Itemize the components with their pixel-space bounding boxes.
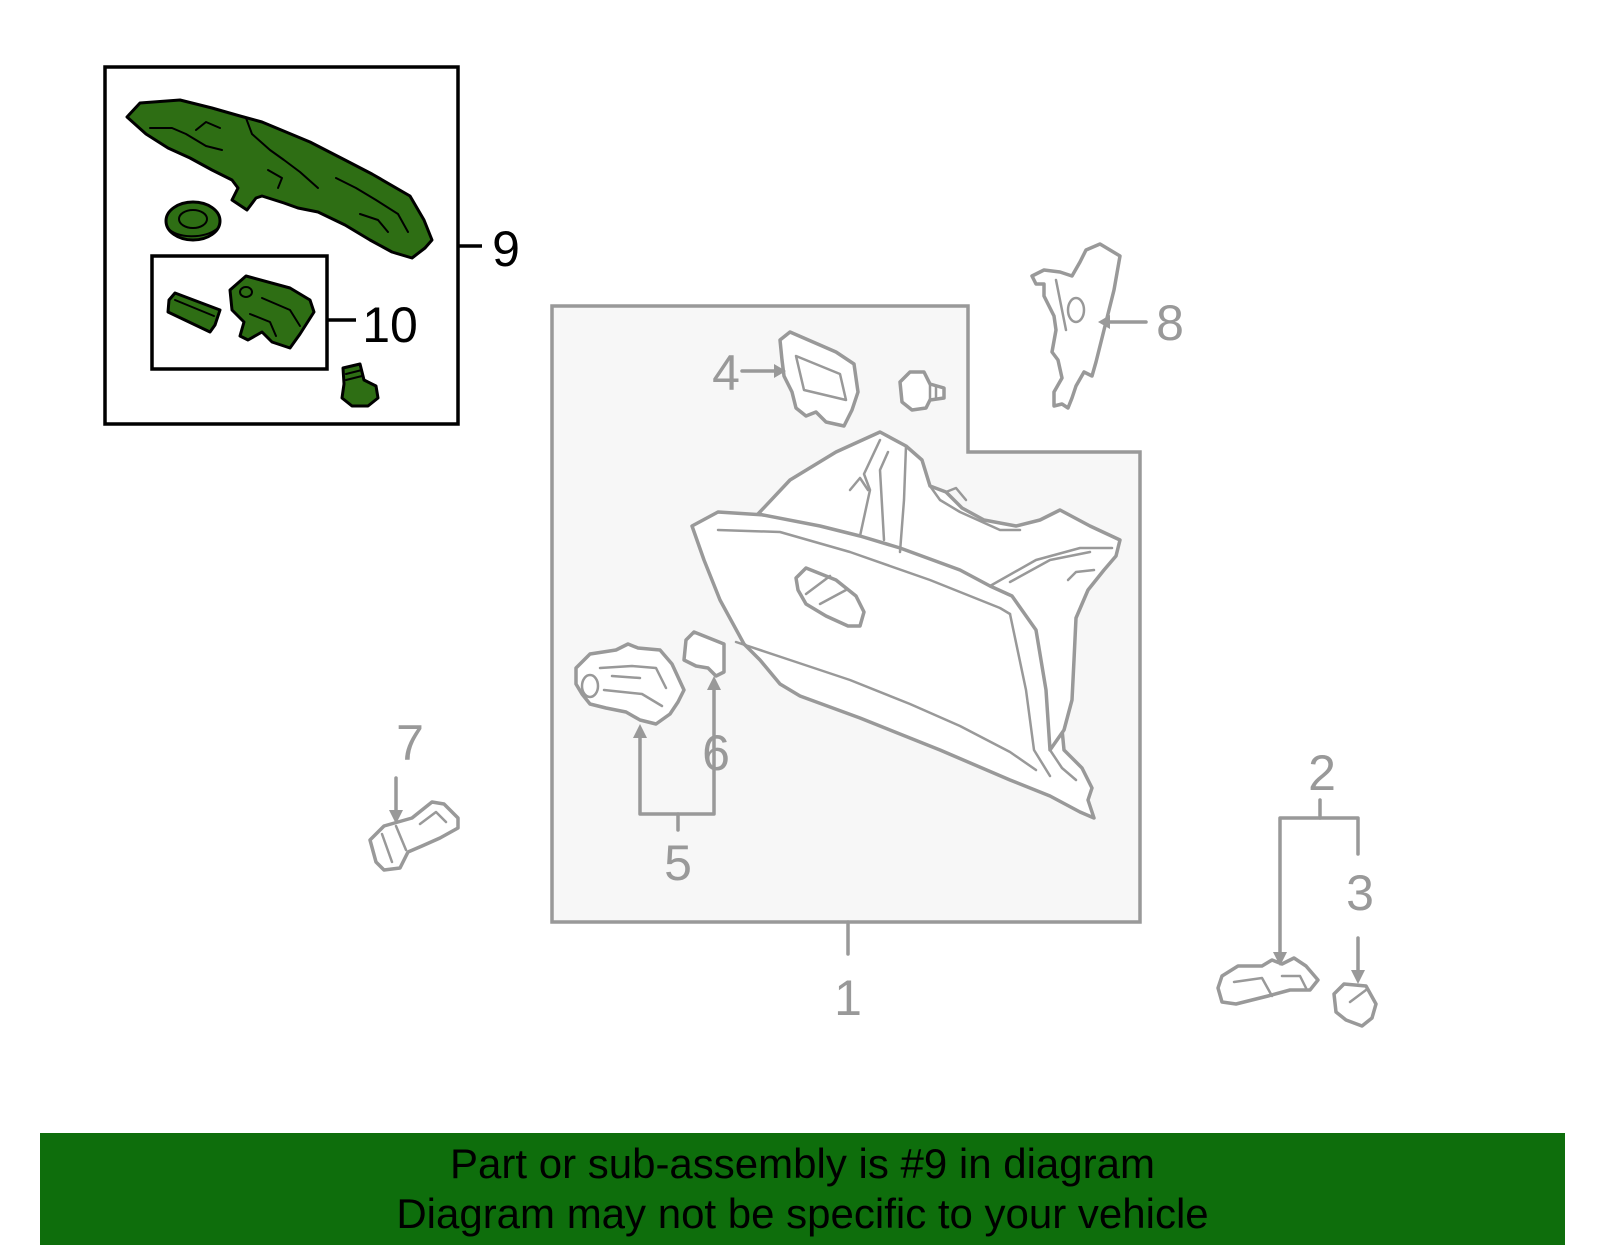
arrow-6 [707, 676, 721, 690]
banner-line-1: Part or sub-assembly is #9 in diagram [450, 1140, 1155, 1187]
part-9-grommet[interactable] [164, 200, 222, 242]
part-1-glove-box[interactable] [690, 430, 1122, 820]
part-5-lock[interactable] [574, 642, 686, 726]
part-1-clip[interactable] [898, 370, 946, 412]
callout-7: 7 [396, 715, 424, 771]
arrow-4 [774, 364, 786, 378]
arrow-2 [1273, 952, 1287, 966]
part-9-bracket[interactable] [125, 98, 434, 260]
callout-1: 1 [834, 970, 862, 1026]
info-banner: Part or sub-assembly is #9 in diagram Di… [40, 1133, 1565, 1245]
part-7-clip[interactable] [368, 800, 460, 872]
part-8-bracket[interactable] [1030, 242, 1122, 410]
callout-10: 10 [362, 297, 418, 353]
part-3-cap[interactable] [1332, 982, 1378, 1028]
parts-diagram: 1 2 3 4 5 6 7 8 9 10 [103, 65, 1378, 1028]
arrow-7 [389, 810, 403, 824]
part-2-clip[interactable] [1216, 956, 1320, 1006]
callout-5: 5 [664, 835, 692, 891]
part-6-piece[interactable] [682, 630, 726, 678]
callout-2: 2 [1308, 745, 1336, 801]
callout-6: 6 [702, 725, 730, 781]
callout-3: 3 [1346, 865, 1374, 921]
part-9-screw[interactable] [340, 362, 380, 408]
arrow-5 [633, 724, 647, 738]
banner-line-2: Diagram may not be specific to your vehi… [396, 1190, 1209, 1237]
callout-9: 9 [492, 221, 520, 277]
callout-8: 8 [1156, 295, 1184, 351]
part-10-latch[interactable] [228, 274, 316, 350]
arrow-3 [1351, 970, 1365, 984]
arrow-8 [1098, 315, 1110, 329]
part-4-bracket[interactable] [778, 330, 860, 428]
part-10-pad[interactable] [166, 291, 222, 334]
callout-4: 4 [712, 345, 740, 401]
